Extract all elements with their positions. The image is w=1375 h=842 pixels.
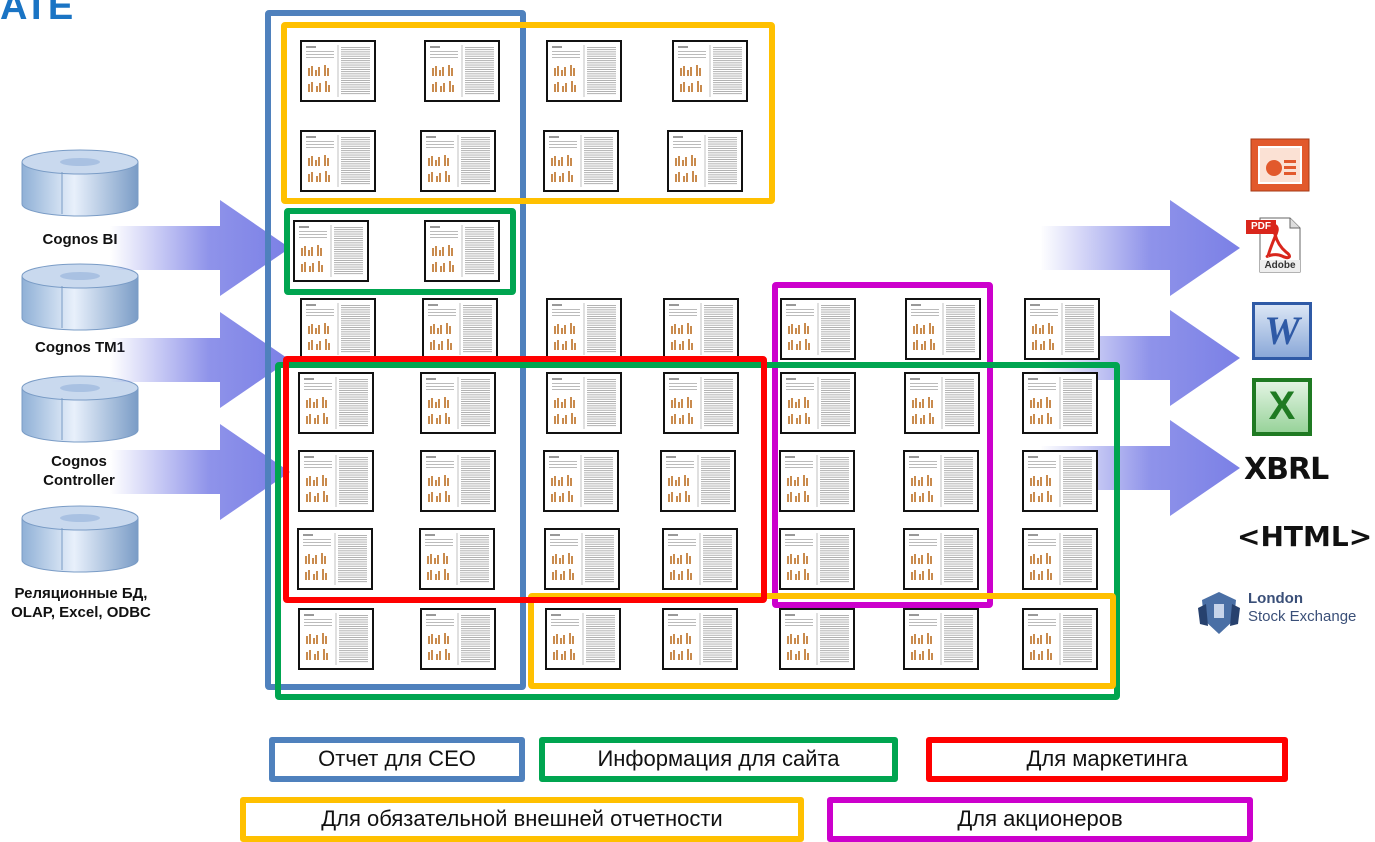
excel-icon-letter: X [1268,384,1296,428]
legend-marketing: Для маркетинга [926,737,1288,782]
report-page-thumbnail [420,130,496,192]
database-cylinder-icon [21,375,139,443]
lse-logo: London Stock Exchange [1196,590,1371,636]
report-page-thumbnail [420,608,496,670]
source-label-cognos-bi: Cognos BI [42,231,118,248]
frame-ceo-report [265,10,526,690]
powerpoint-icon [1250,138,1310,192]
report-page-thumbnail [903,608,979,670]
report-page-thumbnail [1022,608,1098,670]
report-page-thumbnail [543,450,619,512]
lse-line2: Stock Exchange [1248,608,1357,625]
frame-shareholders [772,282,993,608]
report-page-thumbnail [667,130,743,192]
report-page-thumbnail [1022,528,1098,590]
report-page-thumbnail [905,298,981,360]
report-page-thumbnail [779,608,855,670]
report-page-thumbnail [779,450,855,512]
output-arrow [1040,420,1240,516]
input-arrow [110,200,290,296]
report-page-thumbnail [300,40,376,102]
report-page-thumbnail [780,372,856,434]
report-page-thumbnail [297,528,373,590]
legend-mandatory: Для обязательной внешней отчетности [240,797,804,842]
frame-marketing [283,356,767,603]
pdf-sub-text: Adobe [1264,260,1296,271]
database-cylinder-icon [21,505,139,573]
lse-crest-icon [1198,592,1240,634]
legend-shareholders: Для акционеров [827,797,1253,842]
lse-line1: London [1248,590,1303,607]
report-page-thumbnail [420,450,496,512]
report-page-thumbnail [662,528,738,590]
report-page-thumbnail [660,450,736,512]
report-page-thumbnail [663,372,739,434]
output-arrow [1040,310,1240,406]
page-title: ATE [0,0,74,28]
output-arrow [1040,200,1240,296]
report-page-thumbnail [780,298,856,360]
legend-site: Информация для сайта [539,737,898,782]
xbrl-logo: XBRL [1244,452,1329,487]
report-page-thumbnail [543,130,619,192]
report-page-thumbnail [298,608,374,670]
excel-icon: X [1252,378,1312,436]
frame-mandatory-bottom [528,593,1116,689]
report-page-thumbnail [422,298,498,360]
report-page-thumbnail [293,220,369,282]
pdf-icon: PDF Adobe [1246,216,1304,274]
report-page-thumbnail [663,298,739,360]
report-page-thumbnail [300,130,376,192]
report-page-thumbnail [546,40,622,102]
frame-mandatory-top [281,22,775,204]
report-page-thumbnail [903,450,979,512]
word-icon-letter: W [1264,308,1300,353]
report-page-thumbnail [546,372,622,434]
pdf-badge-text: PDF [1246,220,1276,234]
html-logo: <HTML> [1237,520,1373,553]
report-page-thumbnail [662,608,738,670]
word-icon: W [1252,302,1312,360]
report-page-thumbnail [779,528,855,590]
report-page-thumbnail [424,40,500,102]
report-page-thumbnail [1022,450,1098,512]
source-label-cognos-tm1: Cognos TM1 [35,339,125,356]
report-page-thumbnail [544,528,620,590]
frame-site-large [275,362,1120,700]
database-cylinder-icon [21,149,139,217]
report-page-thumbnail [672,40,748,102]
frame-site-small [284,208,516,295]
input-arrow [110,424,290,520]
input-arrow [110,312,290,408]
report-page-thumbnail [903,528,979,590]
source-label-cognos-controller: Cognos Controller [43,453,115,489]
source-label-relational: Реляционные БД, OLAP, Excel, ODBC [11,585,151,621]
report-page-thumbnail [904,372,980,434]
report-page-thumbnail [298,372,374,434]
report-page-thumbnail [419,528,495,590]
report-page-thumbnail [420,372,496,434]
report-page-thumbnail [1022,372,1098,434]
report-page-thumbnail [1024,298,1100,360]
database-cylinder-icon [21,263,139,331]
report-page-thumbnail [545,608,621,670]
report-page-thumbnail [298,450,374,512]
report-page-thumbnail [546,298,622,360]
legend-ceo: Отчет для CEO [269,737,525,782]
report-page-thumbnail [424,220,500,282]
xbrl-logo-text: XBRL [1244,452,1329,487]
